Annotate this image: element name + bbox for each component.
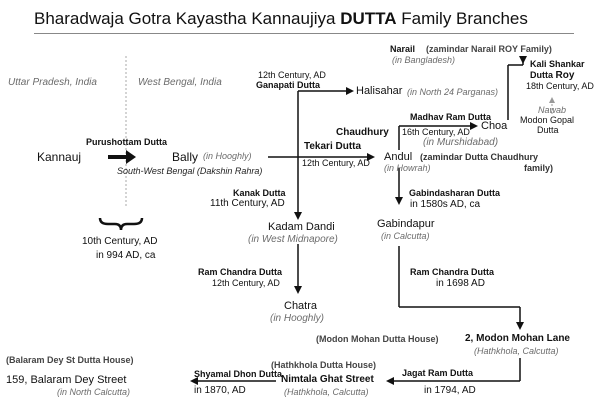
region-west-bengal: West Bengal, India <box>138 77 222 88</box>
shyamal-year: in 1870, AD <box>194 385 246 396</box>
kanak-century: 11th Century, AD <box>210 198 285 209</box>
andul-family-line2: family) <box>524 163 554 173</box>
andul-family-line1: (zamindar Dutta Chaudhury <box>420 152 539 162</box>
kali-shankar-line1: Kali Shankar <box>530 59 585 69</box>
andul-node: Andul <box>384 151 413 163</box>
gabindapur-location: (in Calcutta) <box>381 231 430 241</box>
ram-chandra-1-century: 12th Century, AD <box>212 278 280 288</box>
andul-location: (in Howrah) <box>384 163 431 173</box>
modon-mohan-house: (Modon Mohan Dutta House) <box>316 334 439 344</box>
narail-family: (zamindar Narail ROY Family) <box>426 44 552 54</box>
jagat-ram-year: in 1794, AD <box>424 385 476 396</box>
nawab-label: Nawab <box>538 105 567 115</box>
ganapati-century: 12th Century, AD <box>258 70 326 80</box>
jagat-ram-label: Jagat Ram Dutta <box>402 368 474 378</box>
tekari-label: Tekari Dutta <box>304 141 362 152</box>
narail-node: Narail <box>390 44 416 54</box>
halisahar-node: Halisahar <box>356 85 403 97</box>
page-title: Bharadwaja Gotra Kayastha Kannaujiya DUT… <box>34 9 528 28</box>
purushottam-label: Purushottam Dutta <box>86 137 167 147</box>
ram-chandra-1-label: Ram Chandra Dutta <box>198 267 283 277</box>
year-994-label: in 994 AD, ca <box>96 250 156 261</box>
century-10th-label: 10th Century, AD <box>82 236 158 247</box>
halisahar-location: (in North 24 Parganas) <box>407 87 499 97</box>
modon-mohan-lane-node: 2, Modon Mohan Lane <box>465 333 570 344</box>
narail-location: (in Bangladesh) <box>392 55 456 65</box>
kadam-dandi-location: (in West Midnapore) <box>248 234 338 245</box>
century-brace <box>98 217 144 231</box>
ram-chandra-2-label: Ram Chandra Dutta <box>410 267 495 277</box>
balaram-dey-location: (in North Calcutta) <box>57 387 131 397</box>
nimtala-ghat-street-node: Nimtala Ghat Street <box>281 374 374 385</box>
madhav-century: 16th Century, AD <box>402 127 470 137</box>
kali-shankar-century: 18th Century, AD <box>526 81 594 91</box>
kali-shankar-line2: Dutta Roy <box>530 70 575 81</box>
modon-gopal-line2: Dutta <box>537 125 559 135</box>
shyamal-label: Shyamal Dhon Dutta <box>194 369 283 379</box>
balaram-dey-house: (Balaram Dey St Dutta House) <box>6 355 134 365</box>
hathkhola-house: (Hathkhola Dutta House) <box>271 360 377 370</box>
madhav-label: Madhav Ram Dutta <box>410 112 492 122</box>
kanak-label: Kanak Dutta <box>233 188 286 198</box>
bally-node: Bally <box>172 150 199 164</box>
balaram-dey-street-node: 159, Balaram Dey Street <box>6 374 127 386</box>
modon-gopal-line1: Modon Gopal <box>520 115 575 125</box>
choa-location: (in Murshidabad) <box>423 137 499 148</box>
kannauj-node: Kannauj <box>37 150 82 164</box>
sw-bengal-label: South-West Bengal (Dakshin Rahra) <box>117 166 263 176</box>
nimtala-location: (Hathkhola, Calcutta) <box>284 387 369 397</box>
gabindapur-node: Gabindapur <box>377 218 435 230</box>
modon-mohan-lane-location: (Hathkhola, Calcutta) <box>474 346 559 356</box>
kadam-dandi-node: Kadam Dandi <box>268 221 335 233</box>
gabindasharan-label: Gabindasharan Dutta <box>409 188 501 198</box>
tekari-century: 12th Century, AD <box>302 158 370 168</box>
chatra-node: Chatra <box>284 300 318 312</box>
choa-node: Choa <box>481 120 508 132</box>
chaudhury-label: Chaudhury <box>336 127 389 138</box>
title-divider <box>34 33 574 34</box>
region-uttar-pradesh: Uttar Pradesh, India <box>8 77 97 88</box>
gabindasharan-year: in 1580s AD, ca <box>410 199 481 210</box>
ram-chandra-2-year: in 1698 AD <box>436 278 485 289</box>
ganapati-label: Ganapati Dutta <box>256 80 321 90</box>
bally-location: (in Hooghly) <box>203 151 252 161</box>
chatra-location: (in Hooghly) <box>270 313 324 324</box>
